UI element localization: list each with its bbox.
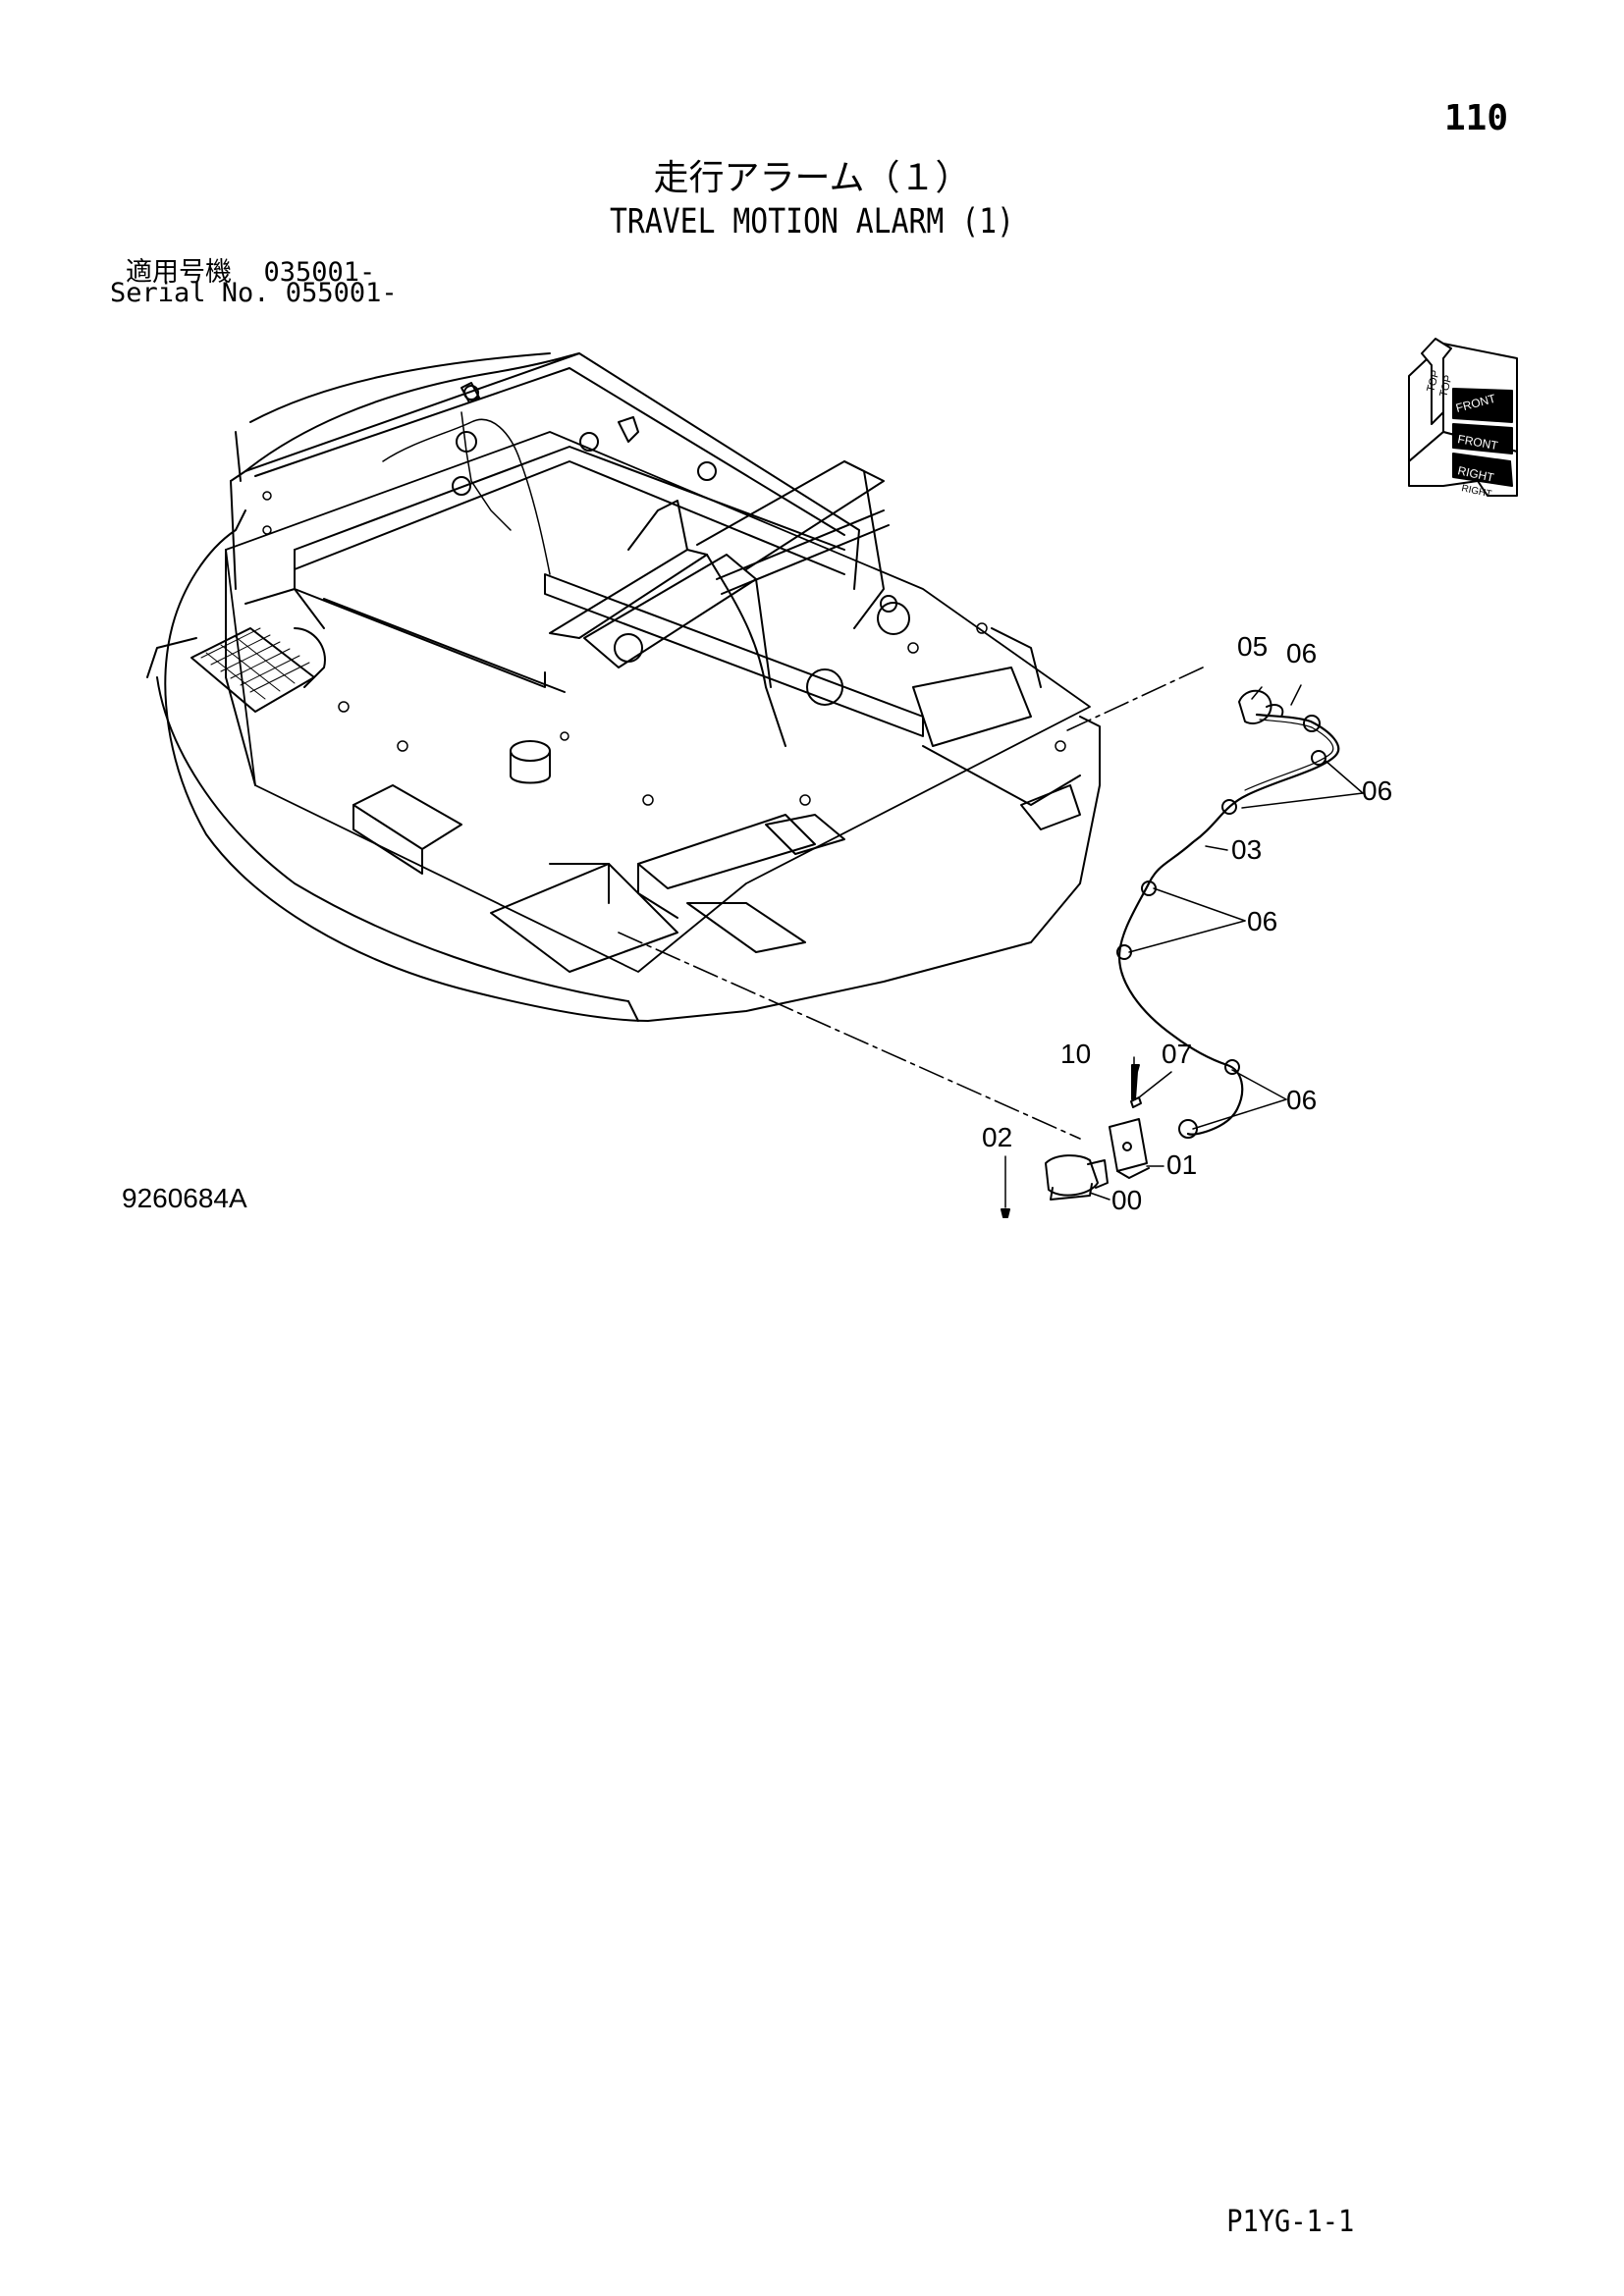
callout-10: 10 — [1060, 1039, 1091, 1069]
page-number: 110 — [1443, 98, 1508, 138]
orientation-label-top: TOP — [1425, 369, 1441, 394]
callout-labels: 05 06 06 03 06 10 07 06 02 01 00 — [982, 631, 1392, 1215]
alarm-assembly — [1001, 1064, 1150, 1218]
orientation-indicator-icon: TOP TOP FRONT FRONT RIGHT RIGHT — [1408, 338, 1518, 500]
callout-07: 07 — [1162, 1039, 1192, 1069]
orientation-label-top2: TOP — [1437, 374, 1454, 399]
callout-06-b: 06 — [1247, 906, 1277, 936]
callout-01: 01 — [1166, 1149, 1197, 1180]
serial-range-japanese: 適用号機 035001- — [126, 257, 376, 288]
callout-03: 03 — [1231, 834, 1262, 865]
upper-frame-drawing — [146, 352, 1101, 1022]
page-title-english: TRAVEL MOTION ALARM (1) — [610, 202, 1014, 241]
callout-06-a: 06 — [1362, 775, 1392, 806]
wiring-harness — [1116, 689, 1340, 1139]
page-title-japanese: 走行アラーム（１） — [653, 158, 971, 198]
callout-05: 05 — [1237, 631, 1268, 662]
callout-06-top: 06 — [1286, 638, 1317, 668]
callout-06-c: 06 — [1286, 1085, 1317, 1115]
serial-range-english: Serial No. 055001- — [110, 278, 398, 308]
page-code: P1YG-1-1 — [1225, 2205, 1354, 2239]
callout-00: 00 — [1111, 1185, 1142, 1215]
leader-lines — [618, 667, 1204, 1140]
callout-leaders — [1004, 684, 1364, 1208]
drawing-number: 9260684A — [122, 1183, 247, 1213]
callout-02: 02 — [982, 1122, 1012, 1152]
